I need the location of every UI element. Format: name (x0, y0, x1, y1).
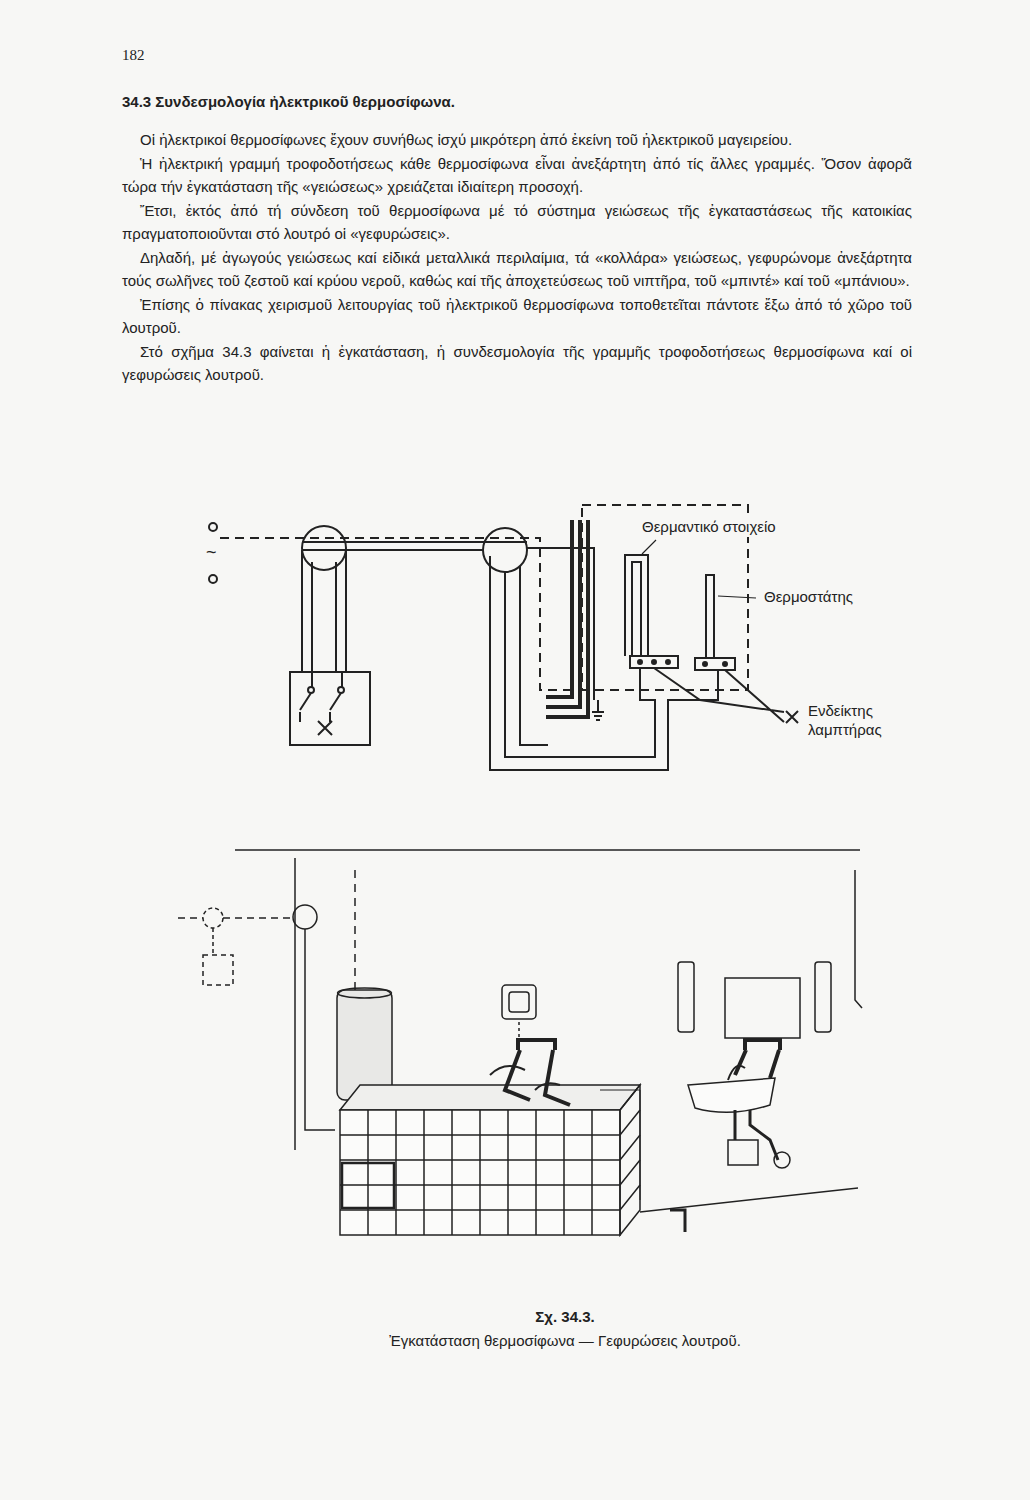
bathroom-drawing (178, 850, 862, 1235)
part-label: Θερμαντικό στοιχείο (640, 518, 778, 537)
ac-symbol: ~ (206, 541, 217, 564)
part-label: Θερμοστάτης (762, 588, 855, 607)
paragraph: Δηλαδή, μέ ἀγωγούς γειώσεως καί εἰδικά μ… (122, 246, 912, 293)
wiring-schematic (209, 505, 798, 770)
figure-caption: Ἐγκατάσταση θερμοσίφωνα — Γεφυρώσεις λου… (240, 1332, 890, 1351)
body-text: Οἱ ἠλεκτρικοί θερμοσίφωνες ἔχουν συνήθως… (122, 128, 912, 387)
paragraph: Στό σχῆμα 34.3 φαίνεται ἡ ἐγκατάσταση, ἡ… (122, 340, 912, 387)
paragraph: Ἡ ἠλεκτρική γραμμή τροφοδοτήσεως κάθε θε… (122, 152, 912, 199)
part-label: Ενδείκτης λαμπτήρας (806, 702, 920, 740)
paragraph: Οἱ ἠλεκτρικοί θερμοσίφωνες ἔχουν συνήθως… (122, 128, 912, 152)
page-number: 182 (122, 46, 145, 65)
paragraph: Ἐπίσης ὁ πίνακας χειρισμοῦ λειτουργίας τ… (122, 293, 912, 340)
paragraph: Ἔτσι, ἐκτός ἀπό τή σύνδεση τοῦ θερμοσίφω… (122, 199, 912, 246)
section-heading: 34.3 Συνδεσμολογία ἠλεκτρικοῦ θερμοσίφων… (122, 93, 455, 112)
figure-number: Σχ. 34.3. (300, 1308, 830, 1327)
